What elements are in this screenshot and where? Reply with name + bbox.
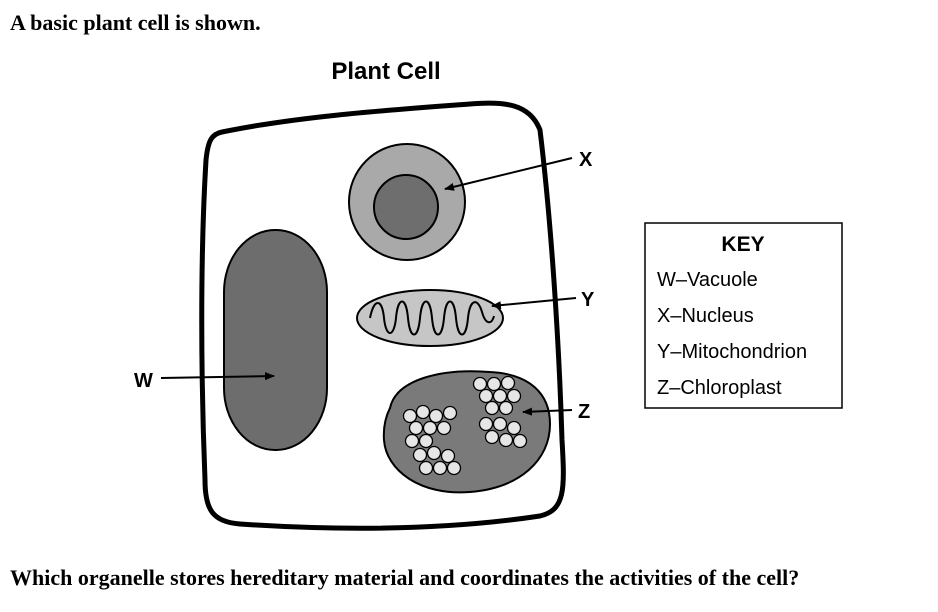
pointer-y [491, 297, 577, 310]
mitochondrion-cristae [369, 300, 495, 336]
key-entry-y: Y–Mitochondrion [657, 341, 807, 363]
mitochondrion-shape [356, 289, 504, 347]
label-x: X [579, 149, 593, 171]
key-entry-z: Z–Chloroplast [657, 377, 782, 399]
chloroplast-grana [402, 375, 528, 476]
question-text: Which organelle stores hereditary materi… [10, 565, 800, 590]
vacuole-shape [223, 229, 328, 451]
pointer-w [160, 372, 275, 381]
key-heading: KEY [721, 233, 764, 256]
label-y: Y [581, 289, 595, 311]
key-entry-x: X–Nucleus [657, 305, 754, 327]
intro-text: A basic plant cell is shown. [10, 10, 261, 35]
key-entry-w: W–Vacuole [657, 269, 758, 291]
pointer-x [444, 157, 573, 191]
chloroplast-shape [382, 370, 552, 494]
pointer-z [522, 407, 573, 416]
label-z: Z [578, 401, 590, 423]
nucleolus-shape [373, 174, 439, 240]
label-w: W [134, 370, 153, 392]
diagram-title: Plant Cell [331, 58, 440, 85]
key-box [644, 222, 843, 409]
